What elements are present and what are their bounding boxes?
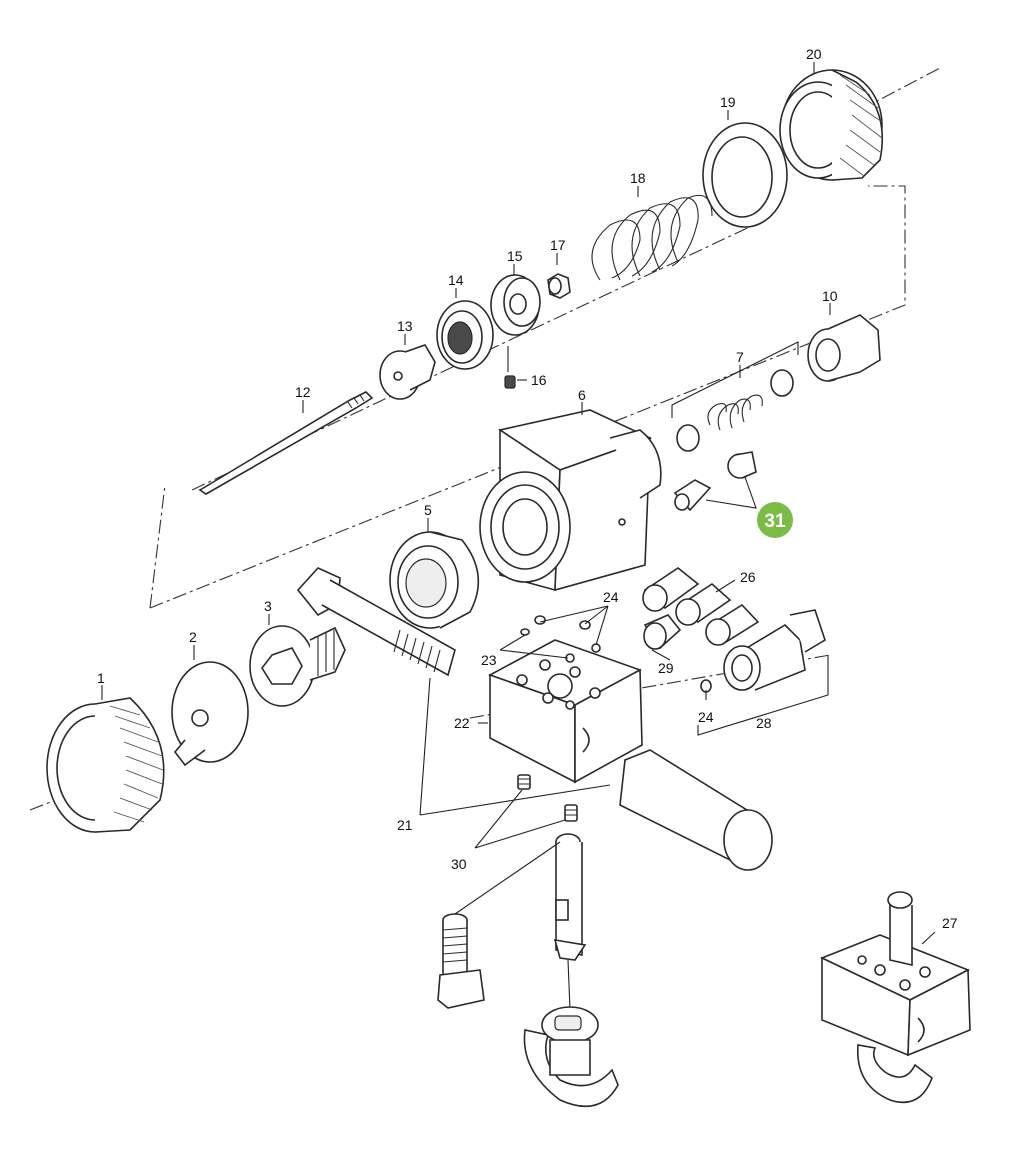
callout-30: 30	[451, 856, 467, 872]
callout-7: 7	[736, 349, 744, 365]
cap-screw	[437, 913, 485, 1009]
part-16-set-screw	[504, 375, 516, 389]
part-1-knurled-ring	[46, 697, 165, 833]
callout-20: 20	[806, 46, 822, 62]
callout-12: 12	[295, 384, 311, 400]
part-6-main-body	[479, 409, 662, 592]
callout-19: 19	[720, 94, 736, 110]
callout-2: 2	[189, 629, 197, 645]
trigger-lever	[523, 1006, 619, 1108]
part-22-valve-block	[488, 639, 643, 784]
callout-1: 1	[97, 670, 105, 686]
callout-14: 14	[448, 272, 464, 288]
center-lines	[29, 67, 941, 811]
part-31-sleeve-and-bushing	[673, 451, 757, 512]
leader-lines	[101, 62, 936, 945]
callout-22: 22	[454, 715, 470, 731]
callout-28: 28	[756, 715, 772, 731]
part-3-regulator-cap	[249, 625, 346, 707]
part-28-fitting	[697, 609, 829, 736]
part-26-cartridges	[642, 567, 760, 650]
highlight-badge-circle	[757, 502, 793, 538]
part-27-sub-assembly	[820, 891, 971, 1104]
part-14-bearing-ring	[436, 300, 494, 370]
callout-23: 23	[481, 652, 497, 668]
part-2-lever-plate	[171, 661, 249, 767]
callout-16: 16	[531, 372, 547, 388]
callout-13: 13	[397, 318, 413, 334]
callout-29: 29	[658, 660, 674, 676]
callout-10: 10	[822, 288, 838, 304]
callout-24-top: 24	[603, 589, 619, 605]
part-13-plunger-head	[379, 344, 436, 400]
handle-cylinder	[619, 749, 773, 871]
callout-6: 6	[578, 387, 586, 403]
callout-26: 26	[740, 569, 756, 585]
callout-17: 17	[550, 237, 566, 253]
part-12-needle	[198, 391, 374, 495]
part-21-bolt	[296, 567, 456, 677]
highlight-badge-label: 31	[764, 511, 786, 532]
part-17-small-nut	[547, 273, 571, 299]
part-30-set-screws	[517, 774, 578, 822]
callout-labels: 20 19 18 17 15 14 13 16 12 10 7 6 5 26 2…	[97, 46, 958, 931]
callout-18: 18	[630, 170, 646, 186]
part-20-knurled-nut	[779, 69, 884, 181]
callout-24-bottom: 24	[698, 709, 714, 725]
highlight-badge-31: 31	[757, 502, 793, 538]
callout-15: 15	[507, 248, 523, 264]
part-19-washer-ring	[702, 122, 788, 228]
callout-27: 27	[942, 915, 958, 931]
callout-3: 3	[264, 598, 272, 614]
trigger-pin-assembly	[553, 833, 587, 1011]
part-7-valve-assembly	[671, 341, 799, 452]
callout-21: 21	[397, 817, 413, 833]
callout-5: 5	[424, 502, 432, 518]
part-5-flange-bearing	[389, 531, 480, 629]
part-18-spring	[591, 194, 713, 281]
part-15-flange-washer	[490, 274, 541, 336]
part-10-sleeve-fitting	[807, 314, 881, 382]
